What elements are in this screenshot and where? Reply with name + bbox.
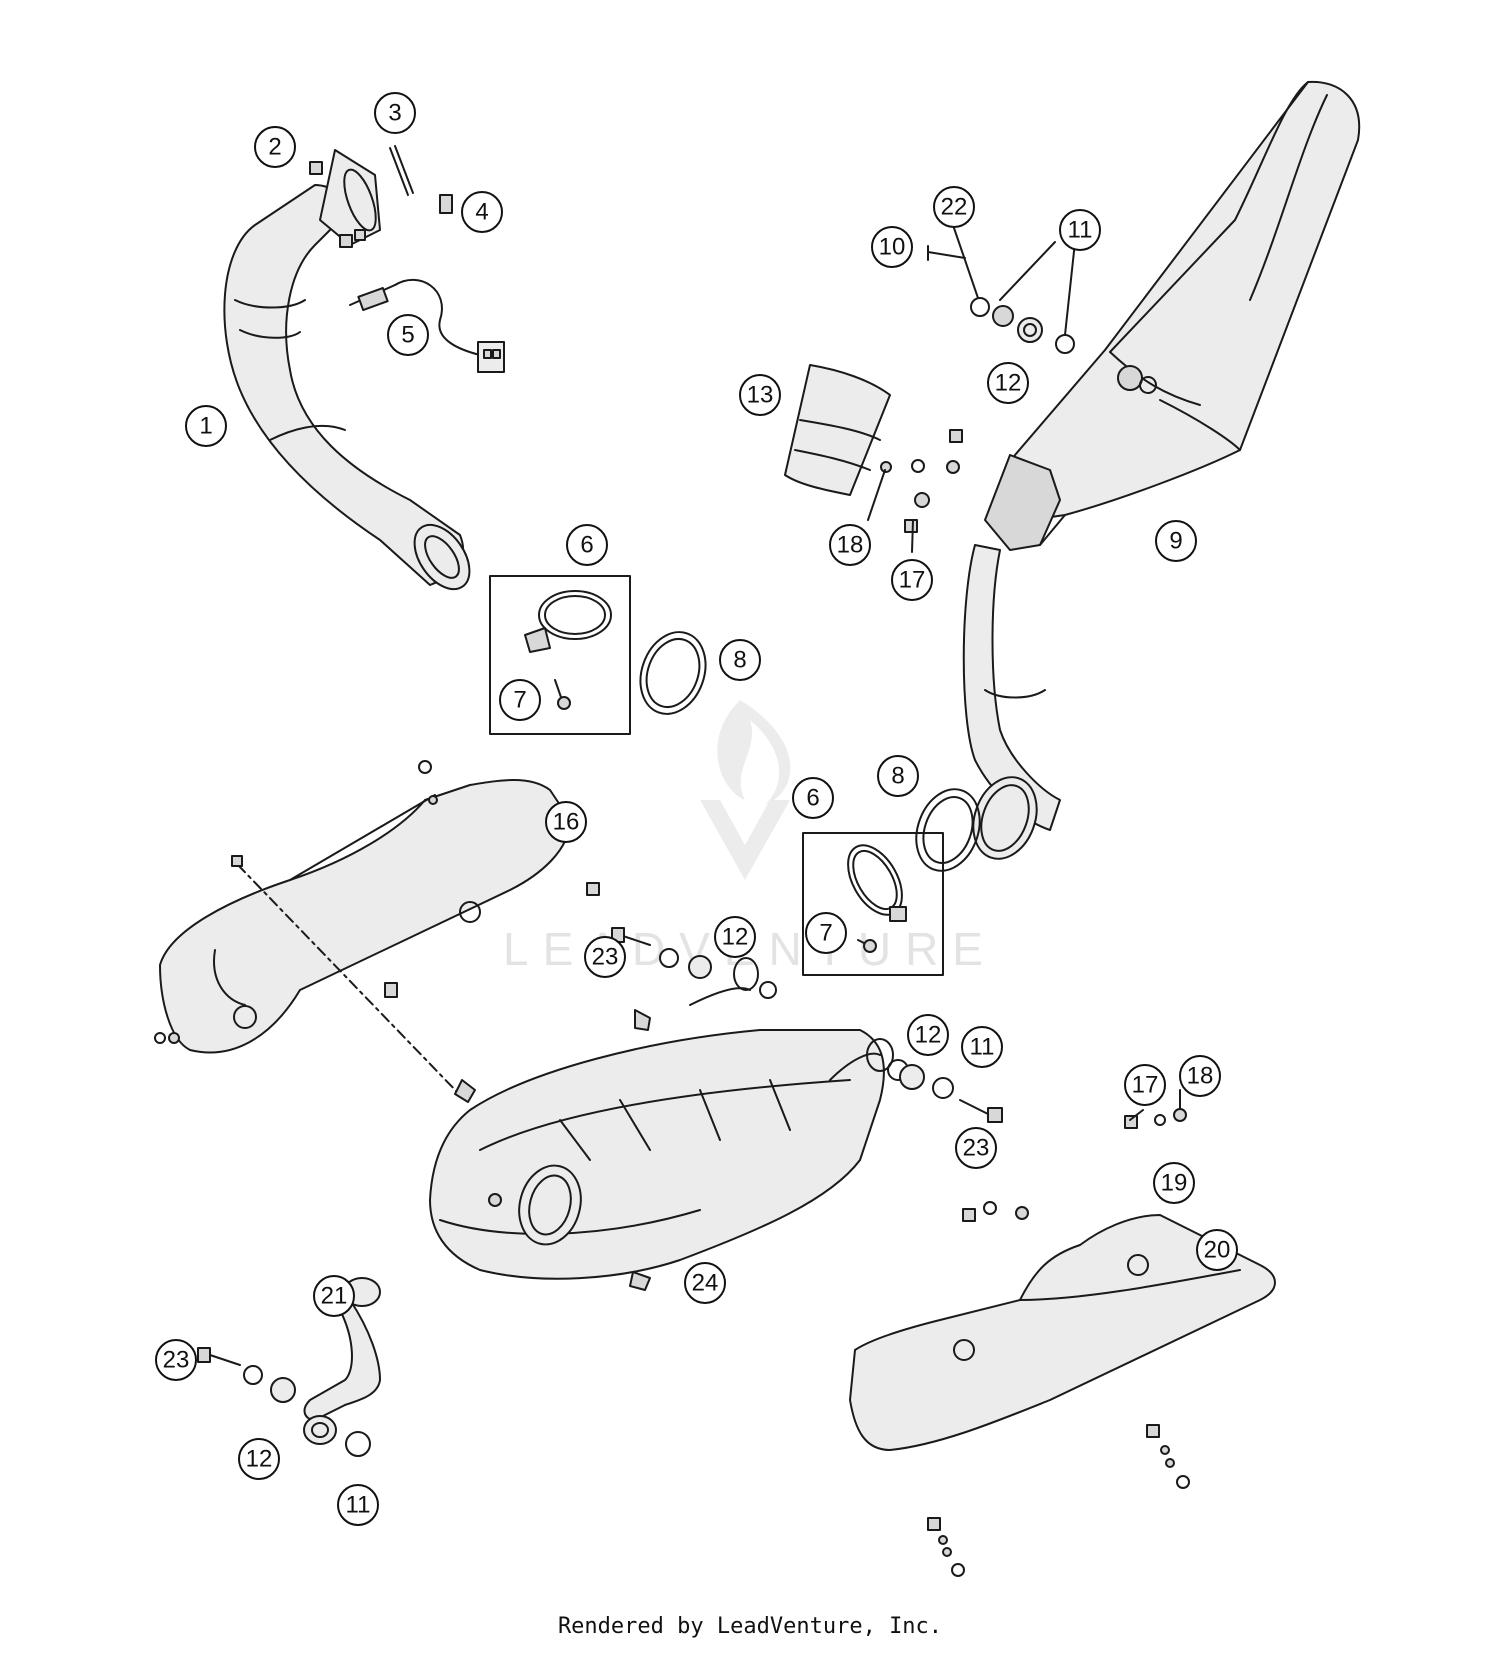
svg-text:11: 11	[346, 1492, 371, 1519]
heat-shield-left	[154, 760, 600, 1054]
svg-text:17: 17	[1132, 1072, 1159, 1099]
right-clip-hardware	[1124, 1108, 1187, 1129]
callout-group: 1 2 3 4 5 6 6 7 7 8 8 9 10 11 11 11 12 1…	[155, 92, 1238, 1526]
small-block	[439, 194, 453, 214]
svg-text:12: 12	[995, 370, 1022, 397]
callout-part-2[interactable]: 2	[254, 126, 296, 168]
silencer-right-hardware	[887, 1059, 1003, 1123]
callout-part-9[interactable]: 9	[1155, 520, 1197, 562]
svg-text:13: 13	[747, 382, 774, 409]
gasket-strip	[389, 145, 414, 196]
svg-text:7: 7	[513, 687, 526, 714]
svg-text:16: 16	[553, 809, 580, 836]
silencer-body	[429, 957, 894, 1291]
svg-text:12: 12	[246, 1446, 273, 1473]
callout-part-20[interactable]: 20	[1196, 1229, 1238, 1271]
callout-part-3[interactable]: 3	[374, 92, 416, 134]
callout-part-17-right[interactable]: 17	[1124, 1064, 1166, 1106]
callout-part-11-bottom[interactable]: 11	[337, 1484, 379, 1526]
svg-text:18: 18	[1187, 1063, 1214, 1090]
bracket-hardware	[197, 1347, 371, 1457]
callout-part-7-lower[interactable]: 7	[805, 912, 847, 954]
callout-part-23-left[interactable]: 23	[155, 1339, 197, 1381]
callout-part-8-upper[interactable]: 8	[719, 639, 761, 681]
clamp-box-lower	[802, 832, 944, 976]
header-flange	[309, 149, 381, 248]
callout-part-8-lower[interactable]: 8	[877, 755, 919, 797]
assembly-leader-line	[231, 855, 476, 1103]
heat-shield-right	[849, 1201, 1276, 1577]
callout-part-12-right[interactable]: 12	[907, 1014, 949, 1056]
callout-part-6-upper[interactable]: 6	[566, 524, 608, 566]
svg-text:8: 8	[891, 763, 904, 790]
callout-part-11-right[interactable]: 11	[961, 1026, 1003, 1068]
callout-part-12-top[interactable]: 12	[987, 362, 1029, 404]
svg-text:12: 12	[722, 924, 749, 951]
svg-text:17: 17	[899, 567, 926, 594]
svg-text:4: 4	[475, 199, 488, 226]
svg-text:21: 21	[321, 1283, 348, 1310]
render-credit: Rendered by LeadVenture, Inc.	[557, 1614, 943, 1639]
svg-text:5: 5	[401, 322, 414, 349]
callout-part-24[interactable]: 24	[684, 1262, 726, 1304]
svg-text:12: 12	[915, 1022, 942, 1049]
callout-part-21[interactable]: 21	[313, 1275, 355, 1317]
svg-text:1: 1	[199, 413, 212, 440]
header-pipe	[223, 184, 471, 591]
callout-part-12-bottom[interactable]: 12	[238, 1438, 280, 1480]
leader-lines	[867, 227, 1181, 1121]
svg-text:10: 10	[879, 234, 906, 261]
svg-text:11: 11	[970, 1034, 995, 1061]
svg-text:8: 8	[733, 647, 746, 674]
muffler	[962, 80, 1361, 860]
svg-text:6: 6	[580, 532, 593, 559]
callout-part-18-upper[interactable]: 18	[829, 524, 871, 566]
callout-part-11-top[interactable]: 11	[1059, 209, 1101, 251]
callout-part-1[interactable]: 1	[185, 405, 227, 447]
svg-text:3: 3	[388, 100, 401, 127]
svg-text:24: 24	[692, 1270, 719, 1297]
callout-part-12-mid[interactable]: 12	[714, 916, 756, 958]
upper-clip-hardware	[880, 429, 963, 533]
callout-part-6-lower[interactable]: 6	[792, 777, 834, 819]
svg-text:6: 6	[806, 785, 819, 812]
svg-text:9: 9	[1169, 528, 1182, 555]
silencer-top-hardware	[611, 927, 712, 979]
svg-text:23: 23	[963, 1135, 990, 1162]
svg-text:19: 19	[1161, 1170, 1188, 1197]
callout-part-7-upper[interactable]: 7	[499, 679, 541, 721]
callout-part-17-upper[interactable]: 17	[891, 559, 933, 601]
svg-text:2: 2	[268, 134, 281, 161]
clamp-box-upper	[489, 575, 631, 735]
svg-text:18: 18	[837, 532, 864, 559]
sealing-ring-lower	[915, 788, 981, 872]
heat-guard-small	[784, 364, 891, 496]
callout-part-18-right[interactable]: 18	[1179, 1055, 1221, 1097]
callout-part-23-mid[interactable]: 23	[584, 936, 626, 978]
svg-text:11: 11	[1068, 217, 1093, 244]
svg-text:20: 20	[1204, 1237, 1231, 1264]
callout-part-4[interactable]: 4	[461, 191, 503, 233]
lambda-sensor	[349, 279, 505, 373]
sealing-ring-upper	[639, 631, 707, 715]
svg-text:22: 22	[941, 194, 968, 221]
callout-part-16[interactable]: 16	[545, 801, 587, 843]
callout-part-10[interactable]: 10	[871, 226, 913, 268]
callout-part-5[interactable]: 5	[387, 314, 429, 356]
svg-text:23: 23	[592, 944, 619, 971]
muffler-bolt-hardware	[927, 245, 1075, 354]
callout-part-22[interactable]: 22	[933, 186, 975, 228]
svg-text:7: 7	[819, 920, 832, 947]
callout-part-13[interactable]: 13	[739, 374, 781, 416]
svg-text:23: 23	[163, 1347, 190, 1374]
callout-part-23-right[interactable]: 23	[955, 1127, 997, 1169]
callout-part-19[interactable]: 19	[1153, 1162, 1195, 1204]
